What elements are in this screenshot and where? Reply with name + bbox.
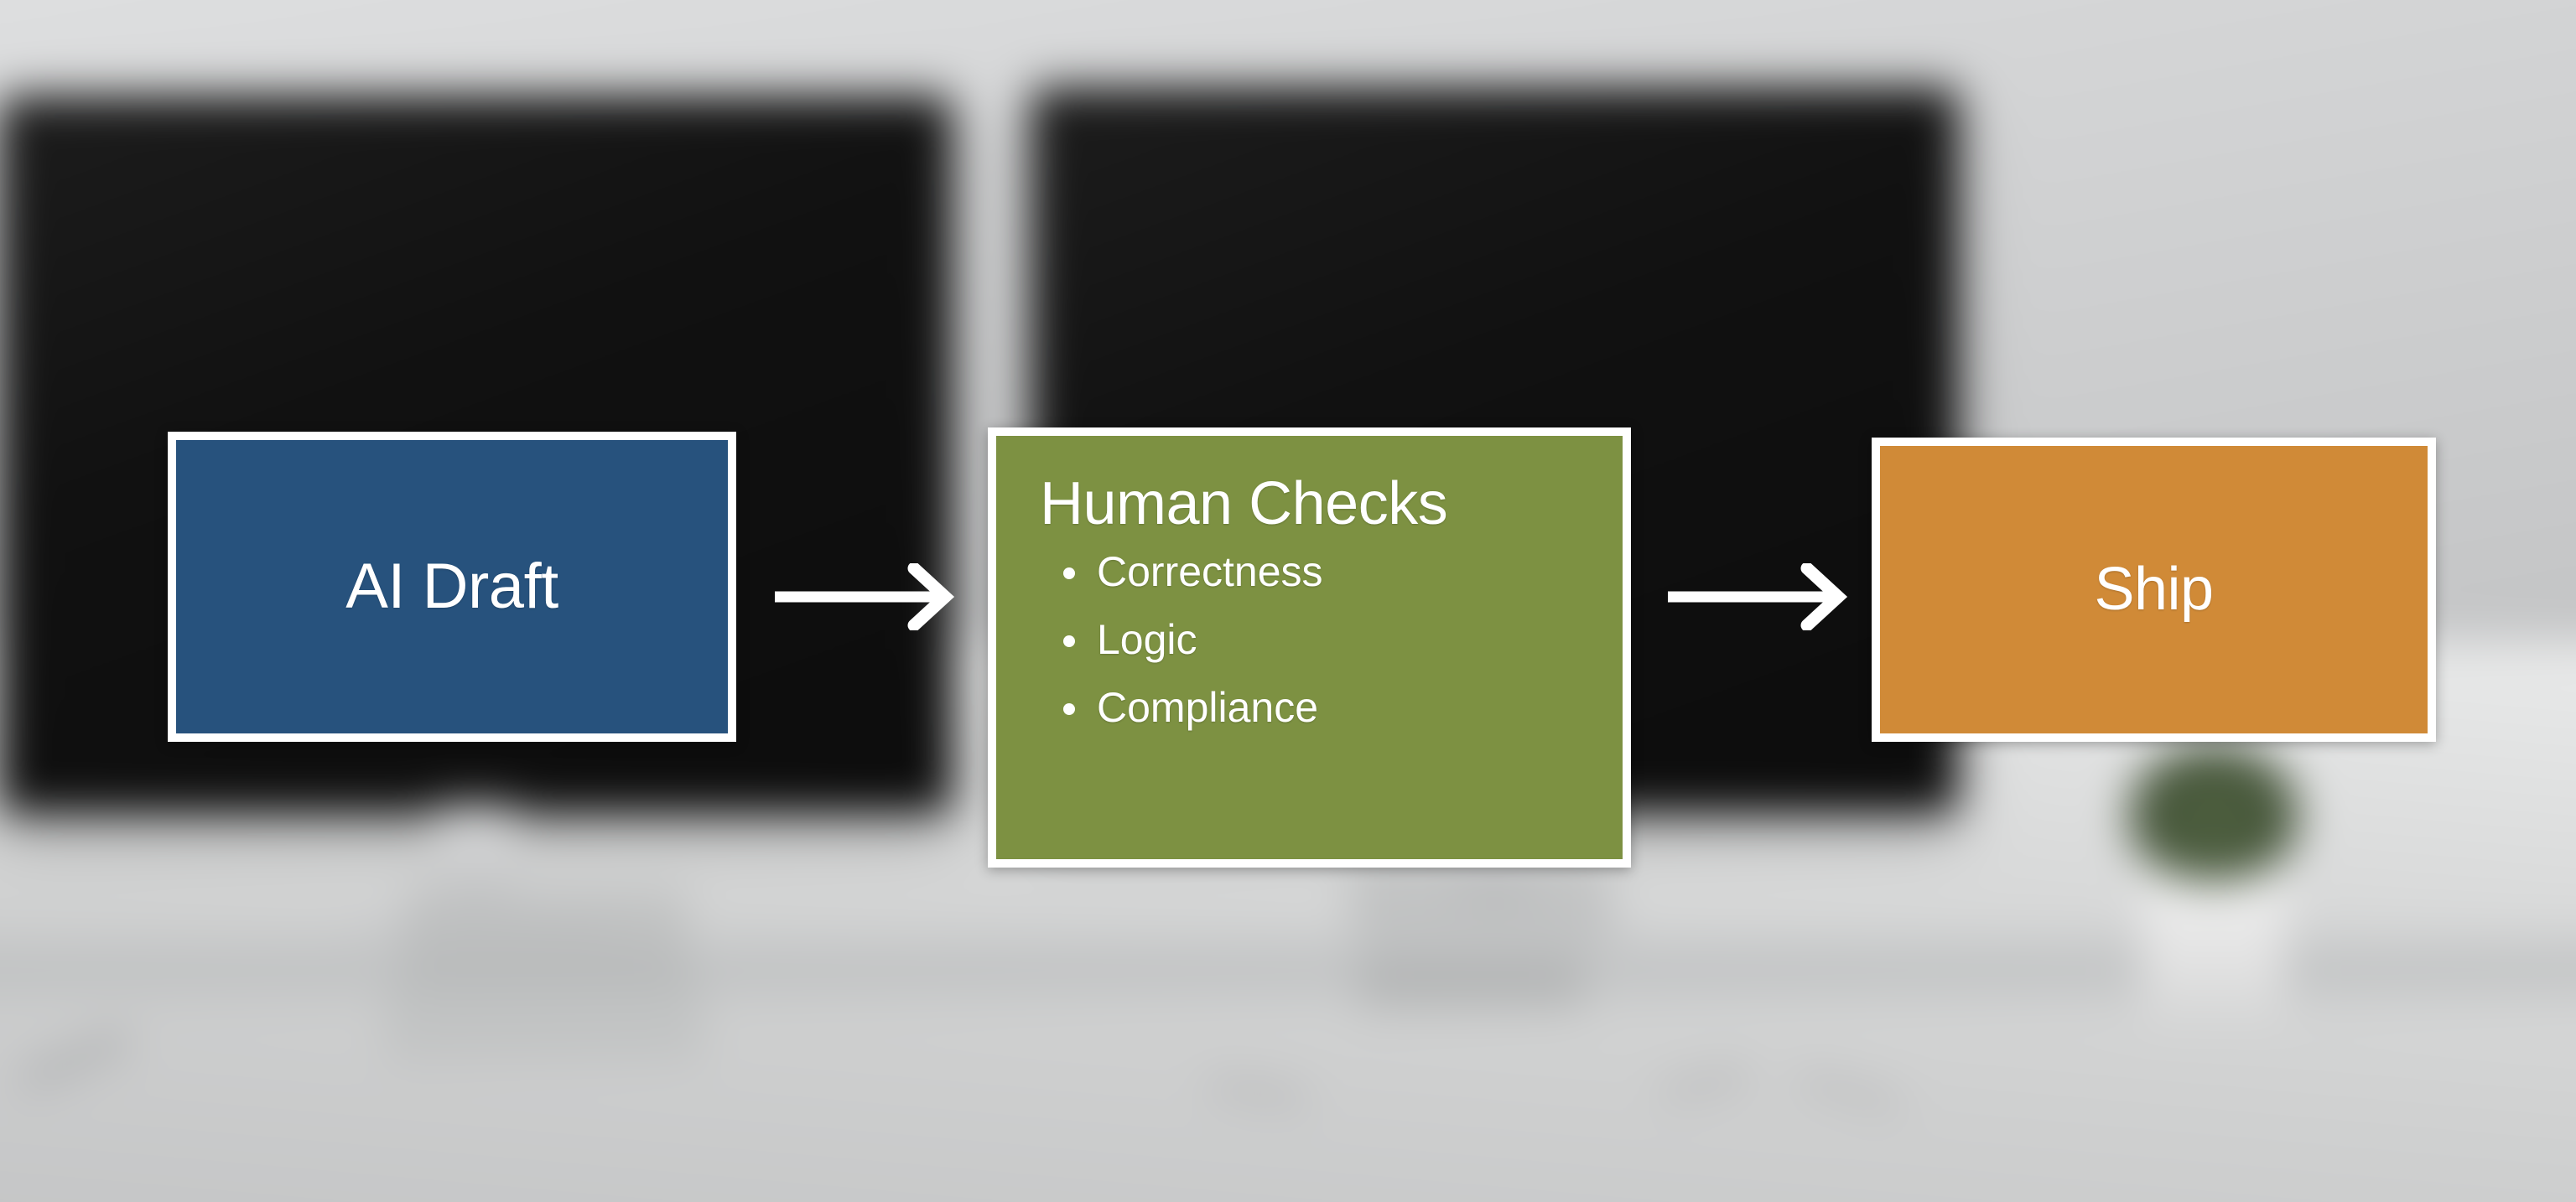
- flow-step-human-checks-title: Human Checks: [1040, 470, 1448, 537]
- flow-step-ai-draft[interactable]: AI Draft: [168, 432, 736, 742]
- keyboard-lower: [386, 981, 704, 1060]
- human-checks-bullet-list: Correctness Logic Compliance: [1026, 551, 1323, 754]
- list-item: Correctness: [1063, 551, 1323, 593]
- flow-step-ship-title: Ship: [2094, 555, 2214, 623]
- flow-step-human-checks[interactable]: Human Checks Correctness Logic Complianc…: [988, 427, 1631, 868]
- flow-step-ai-draft-title: AI Draft: [345, 551, 558, 623]
- list-item-label: Compliance: [1097, 684, 1319, 732]
- papers-stack-lower: [1358, 951, 1585, 1010]
- list-item: Compliance: [1063, 686, 1323, 728]
- papers-stack: [1350, 863, 1610, 935]
- plant-leaves: [2130, 746, 2298, 880]
- bullet-dot-icon: [1063, 703, 1075, 716]
- bullet-dot-icon: [1063, 567, 1075, 580]
- list-item-label: Correctness: [1097, 548, 1323, 596]
- flow-step-ship[interactable]: Ship: [1872, 438, 2436, 742]
- arrow-right-icon: [775, 563, 955, 630]
- arrow-right-icon: [1668, 563, 1848, 630]
- list-item: Logic: [1063, 619, 1323, 661]
- plant-pot: [2142, 859, 2285, 1039]
- bullet-dot-icon: [1063, 635, 1075, 648]
- keyboard: [402, 889, 688, 989]
- list-item-label: Logic: [1097, 616, 1197, 664]
